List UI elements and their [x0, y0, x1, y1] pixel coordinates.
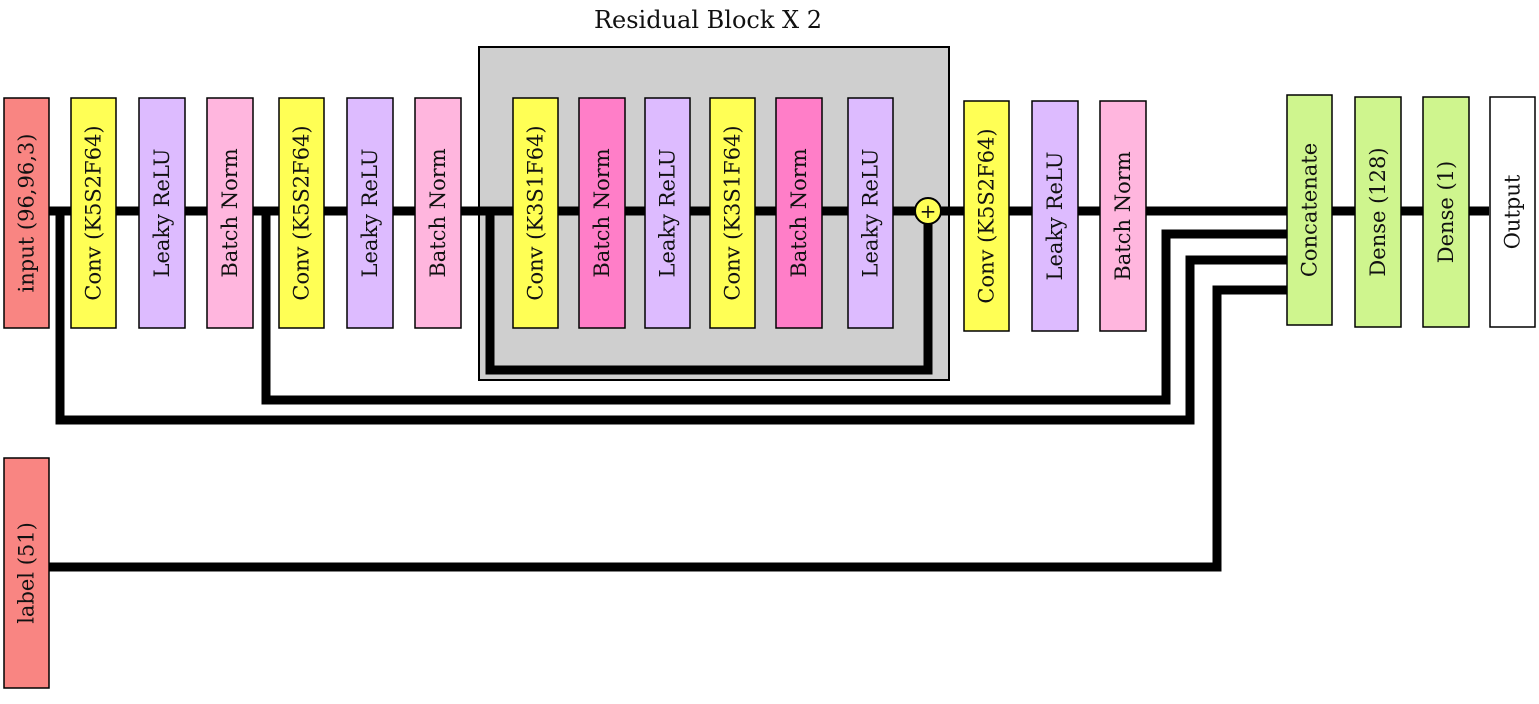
- add-circle-icon: [914, 197, 942, 225]
- layer-res-bn2: Batch Norm: [775, 97, 823, 329]
- svg-text:Leaky ReLU: Leaky ReLU: [656, 149, 680, 278]
- svg-text:Output: Output: [1501, 174, 1525, 249]
- layer-res-relu2: Leaky ReLU: [847, 97, 894, 329]
- layer-label: label (51): [3, 457, 50, 689]
- svg-text:Leaky ReLU: Leaky ReLU: [859, 149, 883, 278]
- skip-path-conv1: [55, 211, 1287, 425]
- layer-bn3: Batch Norm: [1099, 100, 1147, 332]
- layer-relu3: Leaky ReLU: [1031, 100, 1079, 332]
- svg-text:Conv (K5S2F64): Conv (K5S2F64): [290, 125, 314, 300]
- layer-relu2: Leaky ReLU: [346, 97, 394, 329]
- layer-conv3: Conv (K5S2F64): [963, 100, 1010, 332]
- layer-concatenate: Concatenate: [1286, 94, 1333, 326]
- layer-res-relu1: Leaky ReLU: [644, 97, 691, 329]
- layer-res-conv1: Conv (K3S1F64): [512, 97, 559, 329]
- residual-block-title: Residual Block X 2: [594, 6, 822, 34]
- layer-conv2: Conv (K5S2F64): [278, 97, 325, 329]
- layer-res-conv2: Conv (K3S1F64): [709, 97, 756, 329]
- layer-dense-1: Dense (1): [1422, 96, 1470, 328]
- skip-path-conv2: [261, 211, 1287, 405]
- layer-output: Output: [1489, 96, 1536, 328]
- svg-text:Conv (K3S1F64): Conv (K3S1F64): [524, 125, 548, 300]
- svg-text:Leaky ReLU: Leaky ReLU: [1043, 152, 1067, 281]
- add-symbol: +: [920, 199, 937, 223]
- svg-text:Concatenate: Concatenate: [1298, 143, 1322, 277]
- svg-text:Batch Norm: Batch Norm: [426, 148, 450, 277]
- layer-relu1: Leaky ReLU: [138, 97, 186, 329]
- layer-res-bn1: Batch Norm: [578, 97, 626, 329]
- svg-text:label (51): label (51): [15, 522, 39, 624]
- label-path: [48, 285, 1287, 572]
- layer-bn2: Batch Norm: [414, 97, 462, 329]
- layer-conv1: Conv (K5S2F64): [70, 97, 117, 329]
- layer-input: input (96,96,3): [3, 97, 50, 329]
- residual-skip-path: [485, 211, 933, 375]
- svg-text:Dense (1): Dense (1): [1434, 161, 1458, 263]
- svg-text:Leaky ReLU: Leaky ReLU: [150, 149, 174, 278]
- svg-text:Batch Norm: Batch Norm: [218, 148, 242, 277]
- residual-add-node: +: [914, 197, 942, 225]
- layer-bn1: Batch Norm: [206, 97, 254, 329]
- layer-dense-128: Dense (128): [1354, 96, 1402, 328]
- svg-text:input (96,96,3): input (96,96,3): [15, 134, 39, 293]
- svg-text:Conv (K3S1F64): Conv (K3S1F64): [721, 125, 745, 300]
- svg-text:Conv (K5S2F64): Conv (K5S2F64): [975, 128, 999, 303]
- svg-text:Dense (128): Dense (128): [1366, 147, 1390, 276]
- svg-text:Batch Norm: Batch Norm: [590, 148, 614, 277]
- svg-text:Batch Norm: Batch Norm: [787, 148, 811, 277]
- svg-text:Conv (K5S2F64): Conv (K5S2F64): [82, 125, 106, 300]
- svg-text:Leaky ReLU: Leaky ReLU: [358, 149, 382, 278]
- svg-text:Batch Norm: Batch Norm: [1111, 151, 1135, 280]
